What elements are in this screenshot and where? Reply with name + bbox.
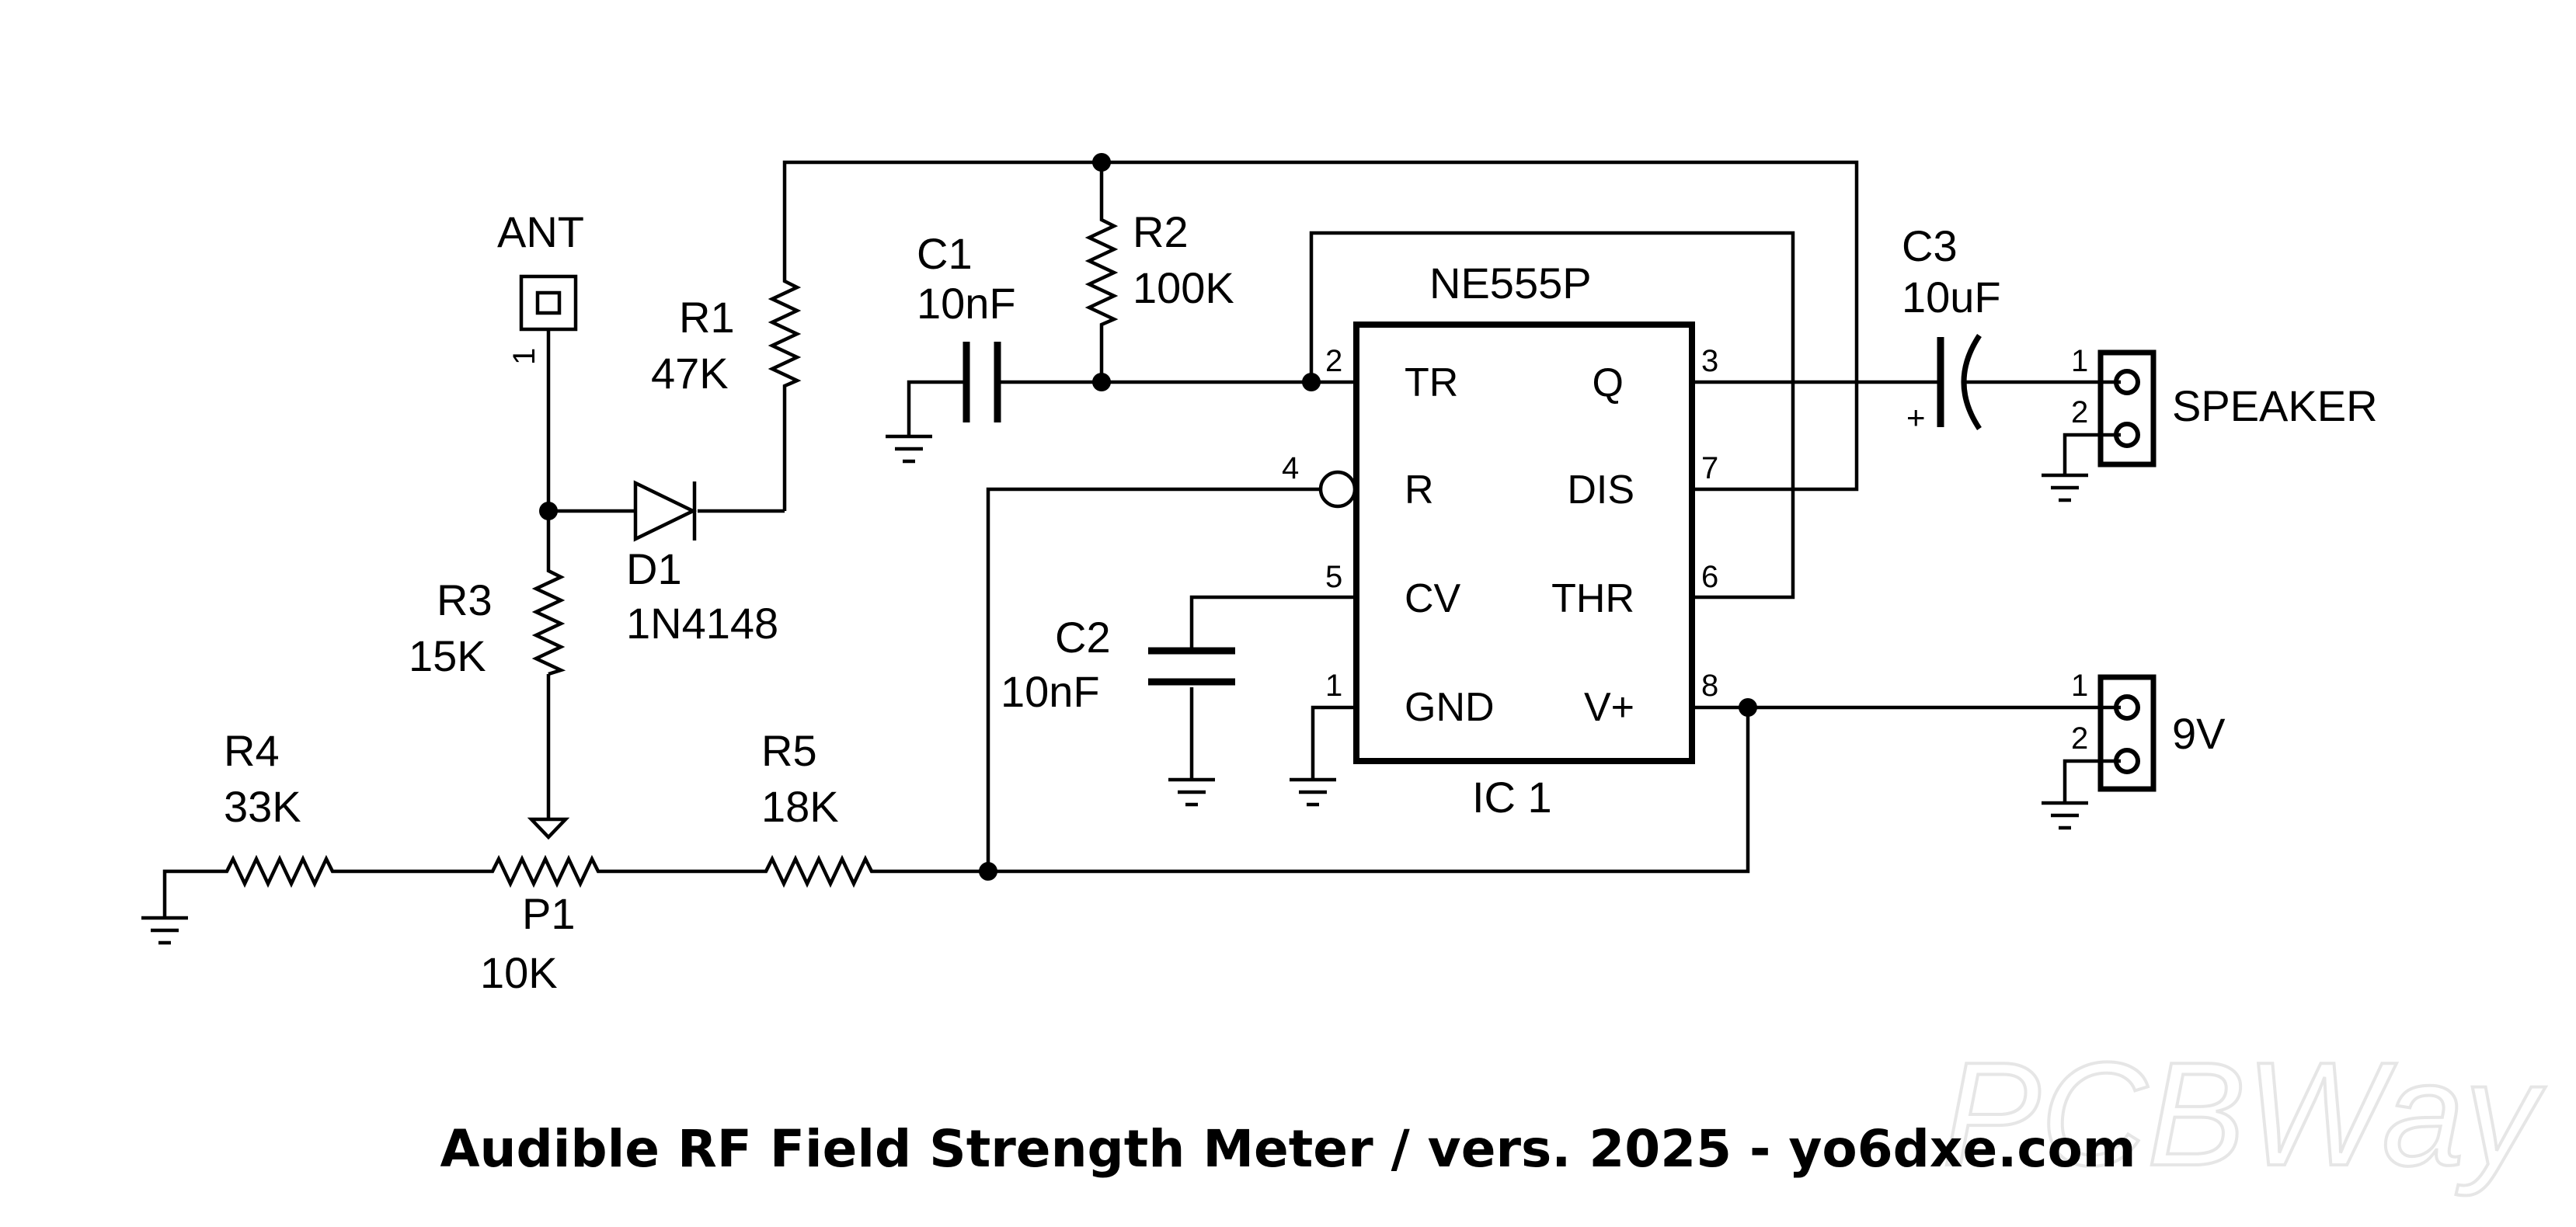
capacitor-c2: C2 10nF	[1001, 613, 1235, 716]
ground-icon	[886, 434, 932, 464]
diode-d1: D1 1N4148	[626, 480, 778, 648]
r4-ground-wire	[162, 869, 218, 918]
ic-body	[1353, 322, 1695, 764]
c1-ref: C1	[917, 229, 973, 278]
ic-part-number: NE555P	[1429, 259, 1592, 308]
p1-ref: P1	[522, 889, 576, 938]
pin-number-thr: 6	[1701, 560, 1718, 594]
r1-value: 47K	[651, 349, 729, 398]
junction-dot	[979, 862, 997, 881]
r5-value: 18K	[761, 782, 839, 831]
ground-icon	[1290, 777, 1336, 807]
junctions	[539, 153, 1757, 881]
junction-dot	[1092, 153, 1111, 172]
c2-value: 10nF	[1001, 667, 1100, 716]
c3-polarity: +	[1906, 399, 1926, 436]
pin-name-gnd: GND	[1405, 685, 1495, 730]
d1-value: 1N4148	[626, 599, 778, 648]
cv-c2-wire	[1189, 595, 1356, 651]
battery-label: 9V	[2172, 709, 2226, 758]
resistor-r2: R2 100K	[1084, 207, 1234, 330]
battery-connector: 1 2 9V	[2071, 669, 2226, 792]
c2-ref: C2	[1055, 613, 1111, 662]
bottom-rail-wire	[875, 707, 1750, 874]
ground-icon	[2042, 801, 2088, 830]
thr-loop-wire	[1309, 231, 1795, 600]
ground-symbols	[141, 434, 2088, 945]
pin-number-cv: 5	[1325, 560, 1342, 594]
pcbway-watermark: PCBWay	[1942, 1032, 2546, 1197]
speaker-ground-wire	[2063, 433, 2121, 475]
9v-ground-wire	[2063, 759, 2121, 803]
junction-dot	[1739, 698, 1757, 717]
antenna-pin-number: 1	[507, 348, 541, 365]
resistor-r5: R5 18K	[760, 726, 875, 888]
battery-pin2: 2	[2071, 721, 2088, 756]
r2-value: 100K	[1133, 263, 1234, 312]
r4-value: 33K	[224, 782, 301, 831]
pin-name-dis: DIS	[1567, 468, 1634, 513]
potentiometer-p1: P1 10K	[480, 817, 607, 997]
pin-number-r: 4	[1282, 451, 1299, 485]
c3-ref: C3	[1902, 221, 1958, 270]
speaker-connector: 1 2 SPEAKER	[2071, 344, 2378, 468]
capacitor-c1: C1 10nF	[917, 229, 1016, 422]
resistor-r3: R3 15K	[409, 563, 566, 680]
r1-ref: R1	[679, 293, 735, 342]
pin-name-q: Q	[1593, 360, 1624, 405]
ic-ne555: NE555P IC 1 2 4 5 1 3 7 6 8 TR R CV GND …	[1282, 259, 1718, 822]
antenna-pad-inner	[535, 290, 562, 315]
p1-value: 10K	[480, 948, 558, 997]
junction-dot	[1302, 373, 1321, 391]
c1-ground-wire	[907, 380, 962, 436]
speaker-label: SPEAKER	[2172, 381, 2378, 430]
ic-ref: IC 1	[1472, 773, 1552, 822]
antenna: ANT 1	[497, 207, 584, 365]
r2-ref: R2	[1133, 207, 1189, 256]
pin-number-tr: 2	[1325, 344, 1342, 378]
gnd-pin-wire	[1311, 705, 1356, 780]
r5-ref: R5	[761, 726, 817, 775]
ground-icon	[141, 916, 188, 945]
pin-number-gnd: 1	[1325, 669, 1342, 703]
reset-wire	[986, 487, 1321, 871]
ground-icon	[2042, 473, 2088, 502]
pin-name-r: R	[1405, 468, 1434, 513]
resistor-r4: R4 33K	[218, 726, 335, 888]
speaker-pin1: 1	[2071, 344, 2088, 378]
junction-dot	[1092, 373, 1111, 391]
pin-name-tr: TR	[1405, 360, 1458, 405]
c1-value: 10nF	[917, 279, 1016, 328]
r3-value: 15K	[409, 631, 486, 680]
schematic-title: Audible RF Field Strength Meter / vers. …	[440, 1119, 2136, 1179]
reset-inversion-bubble	[1318, 470, 1357, 509]
c3-value: 10uF	[1902, 273, 2001, 322]
pin-name-vplus: V+	[1584, 685, 1634, 730]
top-rail-wire	[782, 160, 1859, 492]
pin-number-vplus: 8	[1701, 669, 1718, 703]
pin-name-thr: THR	[1551, 576, 1634, 621]
battery-pin1: 1	[2071, 669, 2088, 703]
p1-wiper-arrow	[527, 817, 570, 840]
pin-name-cv: CV	[1405, 576, 1461, 621]
antenna-label: ANT	[497, 207, 584, 256]
ground-icon	[1168, 777, 1215, 807]
r4-ref: R4	[224, 726, 280, 775]
speaker-pin2: 2	[2071, 395, 2088, 429]
antenna-pad	[519, 274, 578, 332]
resistor-r1: R1 47K	[651, 273, 802, 398]
pin-number-q: 3	[1701, 344, 1718, 378]
pin-number-dis: 7	[1701, 451, 1718, 485]
d1-ref: D1	[626, 544, 682, 593]
capacitor-c3: C3 10uF +	[1902, 221, 2001, 436]
r3-ref: R3	[437, 575, 493, 624]
junction-dot	[539, 502, 558, 520]
